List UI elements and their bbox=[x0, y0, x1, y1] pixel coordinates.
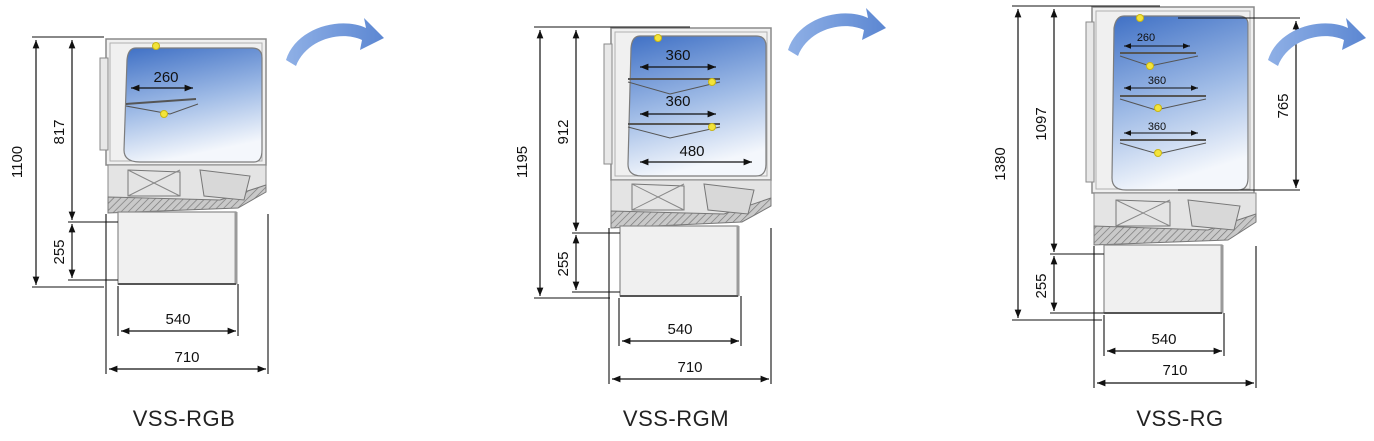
total-width-label: 710 bbox=[677, 359, 702, 376]
shelf-support bbox=[125, 103, 199, 115]
total-height-label: 1195 bbox=[514, 146, 531, 178]
upper-height-label: 912 bbox=[555, 119, 572, 144]
total-width-label: 710 bbox=[174, 349, 199, 366]
cabinet-base bbox=[117, 211, 237, 285]
evaporator bbox=[1187, 199, 1241, 231]
shelf-width-label: 260 bbox=[1137, 32, 1155, 44]
cabinet-vss-rgb: 260 1100 817 255 540 710 bbox=[9, 18, 384, 374]
total-width-label: 710 bbox=[1162, 362, 1187, 379]
model-name-vss-rgb: VSS-RGB bbox=[132, 406, 236, 431]
model-name-vss-rg: VSS-RG bbox=[1136, 406, 1224, 431]
shelf-width-label: 360 bbox=[1148, 121, 1166, 133]
insulation-hatch bbox=[107, 184, 267, 214]
shelf-width-label: 260 bbox=[153, 69, 178, 86]
light-icon bbox=[160, 110, 168, 118]
upper-height-label: 1097 bbox=[1033, 107, 1050, 140]
shelf-width-label: 360 bbox=[665, 93, 690, 110]
door-open-arrow-icon bbox=[788, 8, 886, 56]
shelf-width-label: 480 bbox=[679, 143, 704, 160]
glass-panel bbox=[123, 47, 263, 163]
upper-height-label: 817 bbox=[51, 119, 68, 144]
glass-panel bbox=[627, 35, 767, 177]
door-handle bbox=[1085, 21, 1095, 183]
shelf-width-label: 360 bbox=[665, 47, 690, 64]
door-handle bbox=[603, 43, 613, 165]
light-icon bbox=[1146, 62, 1154, 70]
total-height-label: 1100 bbox=[9, 146, 26, 178]
inner-width-label: 540 bbox=[165, 311, 190, 328]
light-icon bbox=[654, 34, 662, 42]
cabinet-base bbox=[1103, 244, 1223, 314]
shelf-width-label: 360 bbox=[1148, 75, 1166, 87]
glass-height-label: 765 bbox=[1275, 93, 1292, 118]
door-handle bbox=[99, 57, 109, 151]
light-icon bbox=[152, 42, 160, 50]
base-height-label: 255 bbox=[555, 251, 572, 276]
door-open-arrow-icon bbox=[286, 18, 384, 66]
door-open-arrow-icon bbox=[1268, 18, 1366, 66]
cabinet-base bbox=[619, 225, 739, 297]
inner-width-label: 540 bbox=[1151, 331, 1176, 348]
shelf bbox=[125, 98, 197, 105]
insulation-hatch bbox=[1093, 213, 1257, 246]
light-icon bbox=[1154, 104, 1162, 112]
light-icon bbox=[1136, 14, 1144, 22]
base-height-label: 255 bbox=[51, 239, 68, 264]
base-height-label: 255 bbox=[1033, 273, 1050, 298]
light-icon bbox=[708, 123, 716, 131]
light-icon bbox=[1154, 149, 1162, 157]
inner-width-label: 540 bbox=[667, 321, 692, 338]
evaporator bbox=[703, 183, 755, 215]
insulation-hatch bbox=[610, 197, 772, 229]
model-name-vss-rgm: VSS-RGM bbox=[622, 406, 730, 431]
cabinet-vss-rgm: 360 360 480 1195 912 255 540 710 bbox=[514, 8, 886, 384]
light-icon bbox=[708, 78, 716, 86]
evaporator bbox=[199, 169, 251, 201]
cabinet-vss-rg: 260 360 360 1380 1097 255 765 54 bbox=[992, 5, 1366, 388]
total-height-label: 1380 bbox=[992, 147, 1009, 180]
